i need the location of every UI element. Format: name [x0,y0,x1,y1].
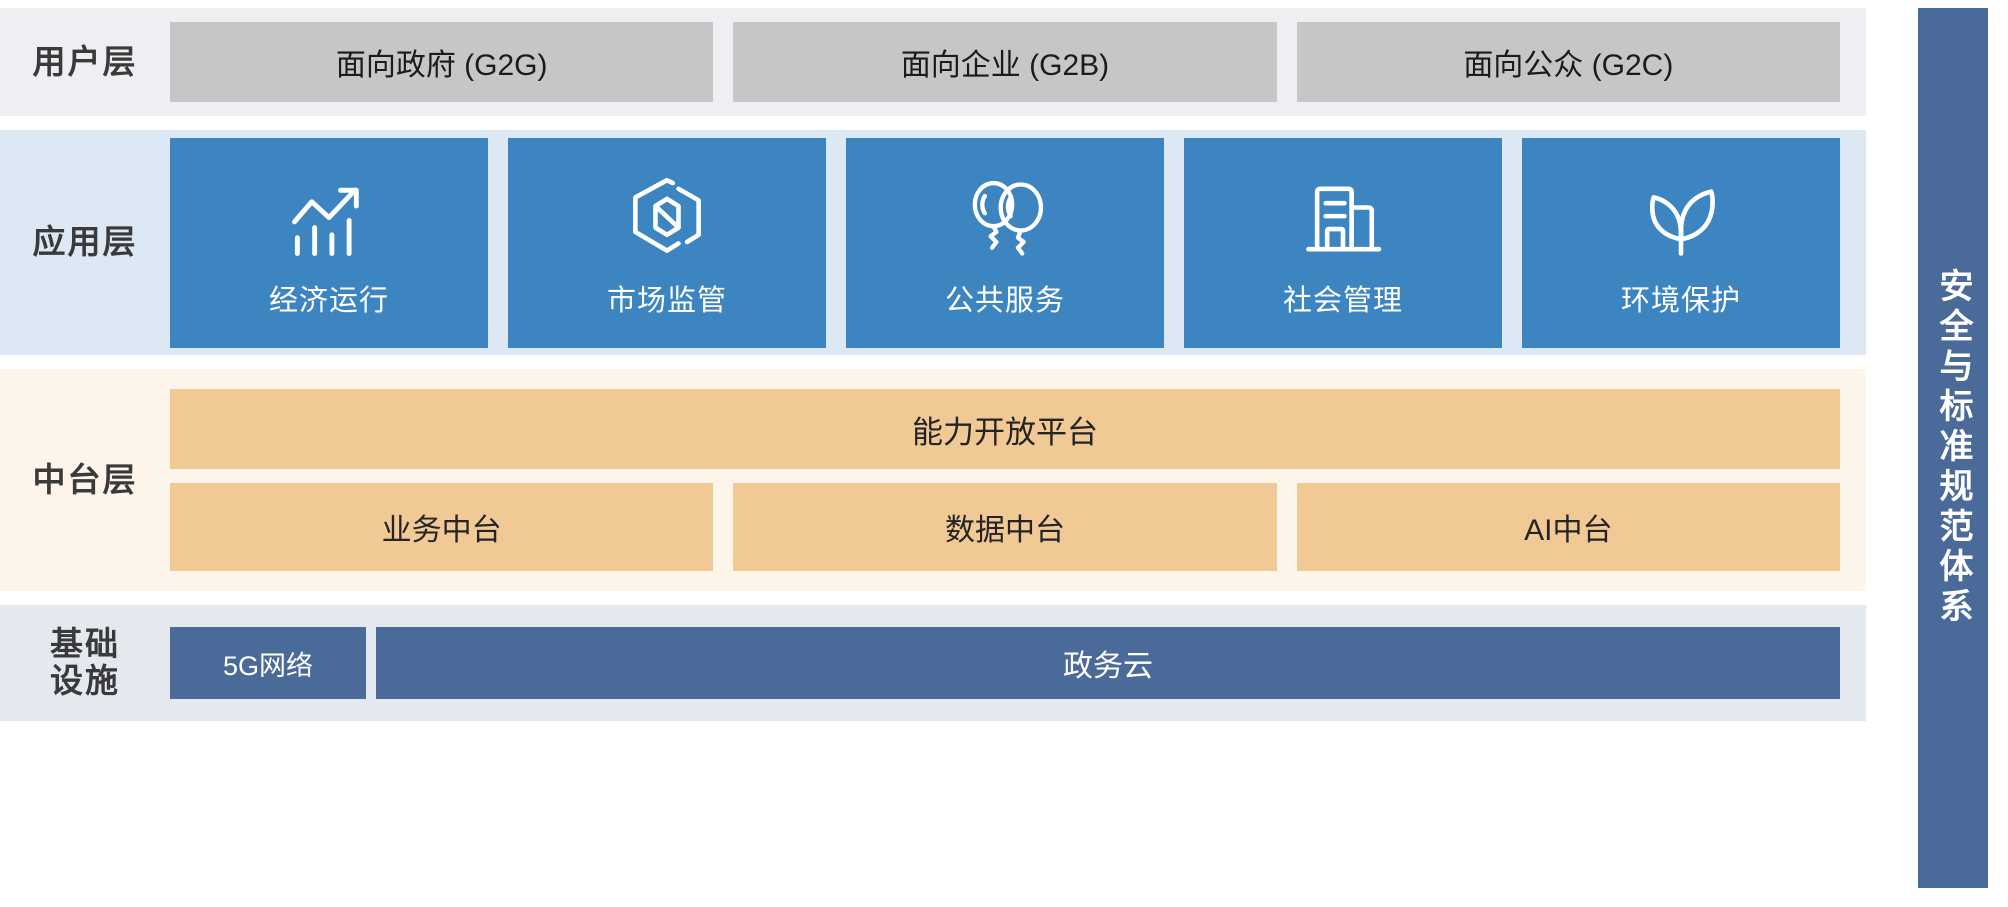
infra-card-5g-network[interactable]: 5G网络 [170,627,366,699]
leaf-sprout-icon [1635,173,1727,265]
app-card-environment-label: 环境保护 [1620,284,1741,317]
user-card-g2b-label: 面向企业 (G2B) [900,49,1110,82]
layer-infrastructure-cards: 5G网络 政务云 [170,627,1866,699]
layer-application: 应用层 经济运行 [0,130,1866,355]
mid-card-open-platform[interactable]: 能力开放平台 [170,389,1840,469]
security-standards-sidebar-label: 安全与标准规范体系 [1934,268,1972,628]
app-card-market-label: 市场监管 [606,284,727,317]
user-card-g2g-label: 面向政府 (G2G) [335,49,548,82]
app-card-environment[interactable]: 环境保护 [1522,137,1840,348]
infra-card-5g-network-label: 5G网络 [222,650,314,681]
infra-card-government-cloud[interactable]: 政务云 [376,627,1840,699]
layer-middle: 中台层 能力开放平台 业务中台 数据中台 AI中台 [0,369,1866,591]
app-card-market[interactable]: 市场监管 [508,137,826,348]
layer-application-cards: 经济运行 市场监管 [170,137,1866,348]
office-building-icon [1297,173,1389,265]
user-card-g2c[interactable]: 面向公众 (G2C) [1296,22,1840,102]
mid-card-row: 业务中台 数据中台 AI中台 [170,483,1840,571]
user-card-g2c-label: 面向公众 (G2C) [1463,49,1674,82]
mid-card-business-label: 业务中台 [381,514,502,547]
app-card-social[interactable]: 社会管理 [1184,137,1502,348]
app-card-social-label: 社会管理 [1282,284,1403,317]
mid-card-open-platform-label: 能力开放平台 [912,414,1098,450]
app-card-economy-label: 经济运行 [268,284,389,317]
mid-card-ai-label: AI中台 [1524,514,1613,547]
layer-user-cards: 面向政府 (G2G) 面向企业 (G2B) 面向公众 (G2C) [170,22,1866,102]
user-card-g2b[interactable]: 面向企业 (G2B) [733,22,1277,102]
layer-middle-label: 中台层 [32,460,138,498]
mid-card-ai[interactable]: AI中台 [1296,483,1840,571]
app-card-public-services[interactable]: 公共服务 [846,137,1164,348]
app-card-public-services-label: 公共服务 [944,284,1065,317]
mid-card-business[interactable]: 业务中台 [170,483,714,571]
user-card-g2g[interactable]: 面向政府 (G2G) [170,22,714,102]
infra-card-government-cloud-label: 政务云 [1063,650,1153,683]
layer-stack: 用户层 面向政府 (G2G) 面向企业 (G2B) 面向公众 (G2C) 应用层 [0,8,1866,721]
mid-card-data-label: 数据中台 [944,514,1065,547]
app-card-economy[interactable]: 经济运行 [170,137,488,348]
mid-card-data[interactable]: 数据中台 [733,483,1277,571]
layer-infrastructure: 基础 设施 5G网络 政务云 [0,605,1866,721]
layer-application-label: 应用层 [32,223,138,261]
security-standards-sidebar: 安全与标准规范体系 [1918,8,1988,888]
layer-infrastructure-label: 基础 设施 [50,625,120,699]
layer-middle-body: 能力开放平台 业务中台 数据中台 AI中台 [170,389,1866,571]
layer-user-label: 用户层 [32,42,138,80]
layer-user: 用户层 面向政府 (G2G) 面向企业 (G2B) 面向公众 (G2C) [0,8,1866,116]
chart-trend-up-icon [283,173,375,265]
balloons-icon [959,173,1051,265]
hexagon-cube-icon [621,173,713,265]
